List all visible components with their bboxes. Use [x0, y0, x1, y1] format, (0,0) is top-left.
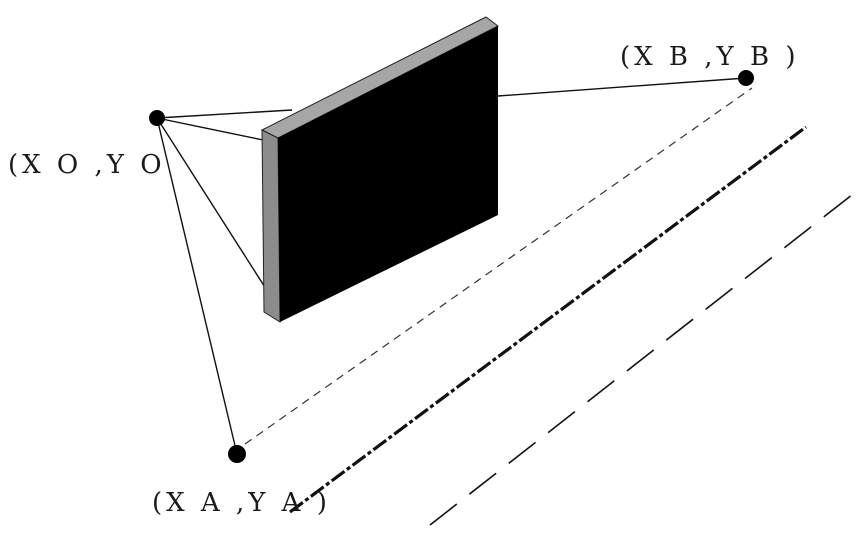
point-a-label: (X A ,Y A ) [152, 488, 331, 518]
point-o-label: (X O ,Y O [8, 150, 166, 180]
dash-dot-line [289, 125, 807, 514]
near-dashed-line [244, 87, 753, 445]
point-o-marker [149, 110, 165, 126]
line-o-to-a [156, 117, 238, 455]
sight-line-o-lower [156, 117, 269, 293]
sight-line-o-top [156, 109, 293, 119]
line-wall-to-b [497, 77, 747, 97]
wall-side-face [261, 129, 281, 323]
point-b-label: (X B ,Y B ) [620, 42, 800, 72]
wall-obstacle [260, 16, 499, 323]
point-a-marker [228, 445, 246, 463]
point-b-marker [738, 70, 754, 86]
sight-line-o-upper [156, 117, 264, 141]
wall-front-face [278, 26, 498, 322]
far-dashed-line [429, 186, 863, 526]
